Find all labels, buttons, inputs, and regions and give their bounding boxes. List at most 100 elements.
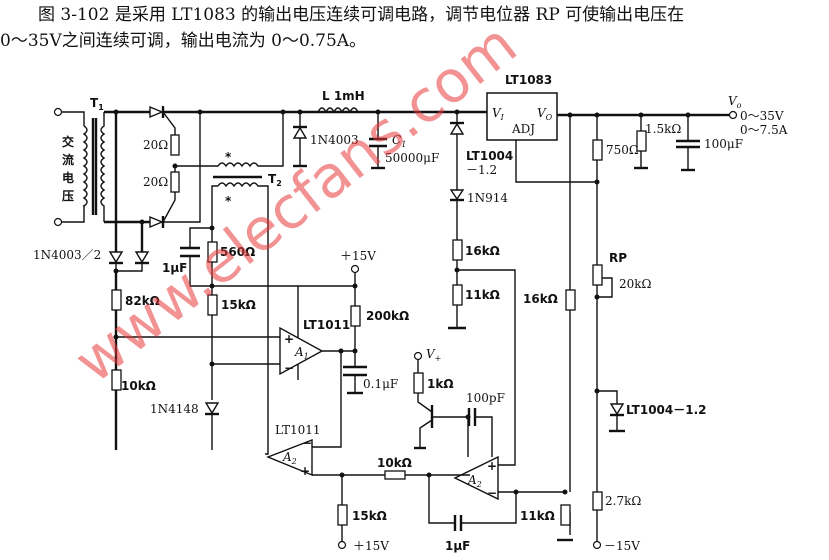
- reg-vi-label: VI: [492, 106, 505, 122]
- diode-1n4003-right: [134, 251, 150, 265]
- ac-terminal-top: [53, 107, 63, 117]
- plus15v-b-label: ＋15V: [353, 539, 389, 553]
- caption-line-1: 图 3-102 是采用 LT1083 的输出电压连续可调电路，调节电位器 RP …: [38, 5, 685, 25]
- ac-terminal-bottom: [53, 217, 63, 227]
- iout-range-label: 0～7.5A: [740, 123, 788, 137]
- ac-label-4: 压: [62, 189, 74, 203]
- r-11k-a-label: 11kΩ: [465, 288, 500, 302]
- svg-text:+: +: [284, 332, 294, 346]
- lt1004-top-label: LT1004: [466, 149, 513, 163]
- c-100uf-label: 100μF: [704, 137, 743, 151]
- resistor-20-ohm-b: [170, 171, 180, 193]
- r-20-b-label: 20Ω: [143, 175, 168, 189]
- diode-bridge-top: [149, 105, 165, 119]
- reg-vo-label: VO: [537, 106, 553, 122]
- c-100pf-label: 100pF: [466, 391, 505, 405]
- c1-value-label: 50000μF: [385, 151, 439, 165]
- svg-text:−: −: [284, 361, 294, 375]
- r-20-a-label: 20Ω: [143, 138, 168, 152]
- r-1-5k-label: 1.5kΩ: [645, 122, 681, 136]
- figure-caption: 图 3-102 是采用 LT1083 的输出电压连续可调电路，调节电位器 RP …: [0, 2, 829, 54]
- resistor-16k-b: [565, 289, 576, 311]
- d-1n914-label: 1N914: [467, 191, 508, 205]
- ac-input-terminals: [53, 107, 85, 227]
- opamp-a2-right: + −: [453, 455, 499, 501]
- rp-wiper: [597, 277, 613, 298]
- potentiometer-rp: [592, 264, 603, 286]
- t2-label: T2: [268, 172, 282, 188]
- resistor-11k-a: [452, 284, 463, 306]
- inductor-label: L 1mH: [322, 89, 365, 103]
- caption-line-2: 0～35V之间连续可调，输出电流为 0～0.75A。: [0, 31, 367, 51]
- resistor-1k: [413, 372, 424, 394]
- inductor-l: [317, 107, 359, 114]
- plus15v-a-label: ＋15V: [340, 249, 376, 263]
- r-82k-label: 82kΩ: [125, 294, 160, 308]
- minus15v-label: －15V: [604, 539, 640, 553]
- plus15v-terminal-b: [337, 540, 347, 550]
- r-15k-b-label: 15kΩ: [352, 509, 387, 523]
- reg-adj-label: ADJ: [511, 122, 535, 136]
- resistor-2-7k: [592, 491, 603, 511]
- transformer-t1: [82, 112, 106, 222]
- r-16k-a-label: 16kΩ: [465, 244, 500, 258]
- d-1n4003-2-label: 1N4003／2: [33, 248, 101, 262]
- resistor-10k-b: [384, 470, 406, 480]
- r-560-label: 560Ω: [220, 245, 255, 259]
- c-1uf-a-label: 1μF: [162, 261, 187, 275]
- diode-1n4003-left: [108, 251, 124, 265]
- d-1n4003-label: 1N4003: [310, 133, 359, 147]
- resistor-1-5k: [636, 130, 647, 152]
- r-200k-label: 200kΩ: [366, 309, 409, 323]
- ac-label-2: 流: [62, 152, 74, 167]
- resistor-82k: [111, 289, 122, 311]
- reference-lt1004-bottom: [609, 403, 625, 417]
- r-2-7k-label: 2.7kΩ: [605, 494, 641, 508]
- t2-star-top: *: [225, 150, 232, 164]
- plus15v-terminal-a: [350, 264, 360, 274]
- c1-label: C1: [392, 133, 406, 149]
- r-15k-a-label: 15kΩ: [221, 298, 256, 312]
- c-1uf-b-label: 1μF: [445, 539, 470, 553]
- resistor-200k: [350, 305, 361, 327]
- watermark: www.elecfans.com: [62, 10, 529, 396]
- resistor-10k-a: [111, 369, 122, 391]
- opamp-a2-left: − +: [266, 436, 313, 478]
- resistor-11k-b: [560, 504, 571, 526]
- svg-text:+: +: [300, 464, 310, 478]
- svg-text:−: −: [487, 486, 497, 500]
- vplus-terminal: [413, 351, 423, 361]
- r-10k-b-label: 10kΩ: [377, 456, 412, 470]
- opamp2-model-label: LT1011: [275, 423, 321, 437]
- t2-star-bottom: *: [225, 194, 232, 208]
- vout-range-label: 0～35V: [740, 109, 784, 123]
- r-16k-b-label: 16kΩ: [523, 292, 558, 306]
- vout-label: Vo: [728, 94, 742, 110]
- resistor-15k-a: [207, 294, 218, 316]
- reference-lt1004-top: [449, 121, 465, 135]
- vplus-label: V+: [426, 347, 441, 363]
- d-1n4148-label: 1N4148: [150, 402, 199, 416]
- rp-label: RP: [609, 251, 627, 265]
- a1-label: A1: [294, 345, 309, 361]
- diode-bridge-bottom: [149, 215, 165, 229]
- resistor-15k-b: [337, 504, 348, 526]
- transistor-npn: [414, 405, 434, 450]
- opamp-a1: + −: [279, 326, 324, 376]
- r-750-label: 750Ω: [606, 143, 639, 157]
- t1-label: T1: [90, 96, 104, 112]
- r-11k-b-label: 11kΩ: [520, 509, 555, 523]
- ac-label-3: 电: [62, 170, 74, 185]
- lt1004-bottom-label: LT1004－1.2: [626, 403, 707, 417]
- svg-text:−: −: [302, 436, 312, 450]
- resistor-750: [592, 139, 603, 161]
- opamp1-model-label: LT1011: [303, 318, 350, 332]
- ac-label-1: 交: [62, 134, 74, 149]
- diode-1n914: [449, 189, 465, 202]
- rp-value-label: 20kΩ: [619, 277, 652, 291]
- resistor-16k-a: [452, 239, 463, 261]
- regulator-model-label: LT1083: [505, 73, 552, 87]
- c-0-1uf-label: 0.1μF: [363, 377, 398, 391]
- minus15v-terminal: [592, 540, 602, 550]
